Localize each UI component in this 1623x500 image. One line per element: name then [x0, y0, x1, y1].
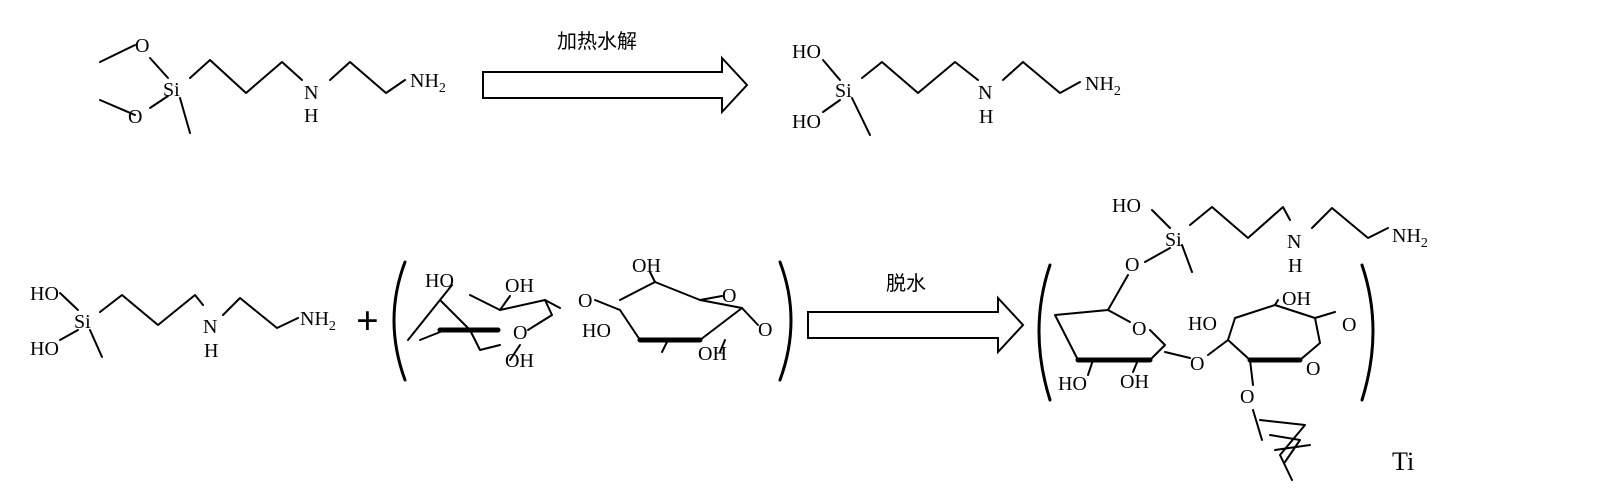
product-hydroxyl: HO [1112, 195, 1141, 217]
left-parenthesis [392, 260, 407, 382]
left-ring-ho: HO [425, 270, 454, 292]
nh2-subscript: 2 [1114, 84, 1121, 99]
nh2-subscript: 2 [1421, 236, 1428, 251]
right-ring-o-end: O [758, 319, 772, 341]
silicon-atom: Si [835, 80, 852, 102]
reactant-dimethoxysilane: O O Si N H NH2 [99, 35, 446, 134]
product-amine-n: N [1287, 231, 1301, 253]
product-silanediol: HO HO Si N H NH2 [792, 41, 1121, 136]
reaction-arrow-2: 脱水 [807, 271, 1025, 355]
left-ring-o: O [513, 322, 527, 344]
right-ring-oh-top: OH [1282, 288, 1311, 310]
condition-dehydration: 脱水 [886, 271, 926, 295]
glycosidic-o: O [578, 290, 592, 312]
nh2-subscript: 2 [439, 81, 446, 96]
product-silicon: Si [1165, 229, 1182, 251]
nh2-main: NH [1392, 225, 1421, 247]
right-ring-oh-top: OH [632, 255, 661, 277]
grafted-product: HO Si N H NH2 O O HO OH O OH HO O O O [1037, 195, 1428, 481]
left-ring-oh-top: OH [505, 275, 534, 297]
product-o-link: O [1125, 254, 1139, 276]
product-amine-h: H [1288, 255, 1302, 277]
right-ring-o-end: O [1342, 314, 1356, 336]
left-ring-ho: HO [1058, 373, 1087, 395]
right-ring-o-bottom: O [1240, 386, 1254, 408]
right-ring-oh: OH [698, 343, 727, 365]
right-ring-ho: HO [582, 320, 611, 342]
graft-scribble [1252, 409, 1311, 481]
amine-n: N [304, 82, 318, 104]
right-parenthesis [1360, 263, 1375, 402]
hydroxyl-bottom: HO [30, 338, 59, 360]
amine-n: N [203, 316, 217, 338]
nh2-main: NH [300, 308, 329, 330]
silicon-atom: Si [163, 79, 180, 101]
left-ring-o: O [1132, 318, 1146, 340]
condition-heat-hydrolysis: 加热水解 [557, 29, 637, 53]
nh2-subscript: 2 [329, 319, 336, 334]
amine-h: H [304, 105, 318, 127]
right-ring-ho: HO [1188, 313, 1217, 335]
reactant-silanol: HO HO Si N H NH2 [30, 283, 336, 362]
amine-h: H [204, 340, 218, 362]
watermark-ti: Ti [1392, 447, 1414, 476]
left-parenthesis [1037, 263, 1052, 402]
plus-sign: + [356, 298, 379, 343]
methoxy-o-bottom: O [128, 106, 142, 128]
cellulose-unit: HO OH O OH O OH O HO OH O [392, 255, 793, 382]
left-ring-oh-bottom: OH [505, 350, 534, 372]
terminal-amine: NH2 [410, 70, 446, 96]
hydroxyl-top: HO [792, 41, 821, 63]
hydroxyl-bottom: HO [792, 111, 821, 133]
amine-h: H [979, 106, 993, 128]
product-terminal-amine: NH2 [1392, 225, 1428, 251]
right-ring-o: O [1306, 358, 1320, 380]
right-parenthesis [778, 260, 793, 382]
terminal-amine: NH2 [1085, 73, 1121, 99]
terminal-amine: NH2 [300, 308, 336, 334]
left-ring-oh: OH [1120, 371, 1149, 393]
nh2-main: NH [410, 70, 439, 92]
methoxy-o-top: O [135, 35, 149, 57]
amine-n: N [978, 82, 992, 104]
hydroxyl-top: HO [30, 283, 59, 305]
nh2-main: NH [1085, 73, 1114, 95]
reaction-arrow-1: 加热水解 [482, 29, 749, 115]
silicon-atom: Si [74, 311, 91, 333]
right-ring-o: O [722, 285, 736, 307]
glycosidic-o: O [1190, 353, 1204, 375]
